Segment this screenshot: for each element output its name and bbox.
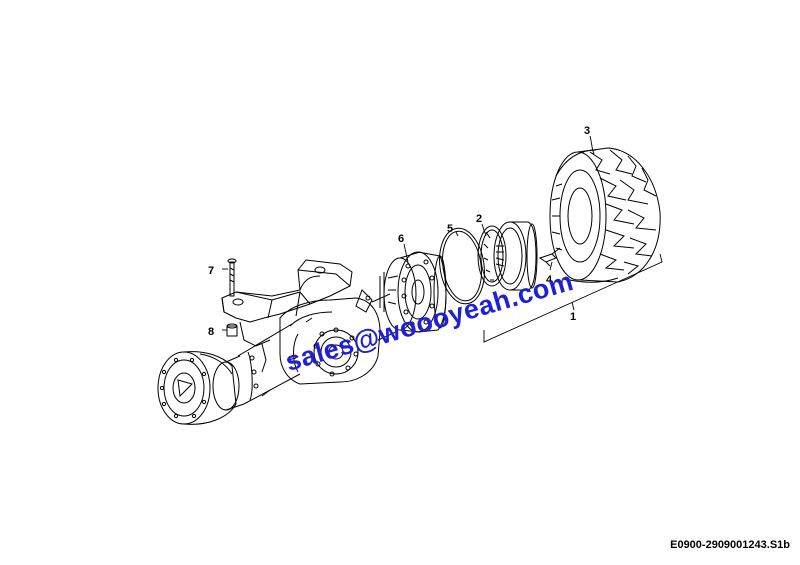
label-part-6: 6 (398, 233, 404, 245)
label-part-4: 4 (546, 274, 553, 286)
o-ring (439, 227, 485, 305)
nut (226, 323, 238, 337)
bolt (227, 258, 237, 297)
drawing-code: E0900-2909001243.S1b (670, 539, 790, 551)
axle-assembly (157, 259, 397, 425)
tire (549, 147, 661, 283)
left-hub (157, 351, 245, 425)
label-part-7: 7 (208, 265, 214, 277)
right-hub (379, 251, 447, 333)
label-part-8: 8 (208, 326, 214, 338)
label-part-1: 1 (570, 311, 576, 323)
wheel-rim (493, 221, 538, 291)
label-part-3: 3 (584, 125, 590, 137)
lock-ring (477, 225, 507, 287)
label-part-5: 5 (447, 223, 453, 235)
label-part-2: 2 (476, 213, 482, 225)
mounting-bracket (221, 259, 353, 347)
leader-lines (222, 135, 663, 343)
